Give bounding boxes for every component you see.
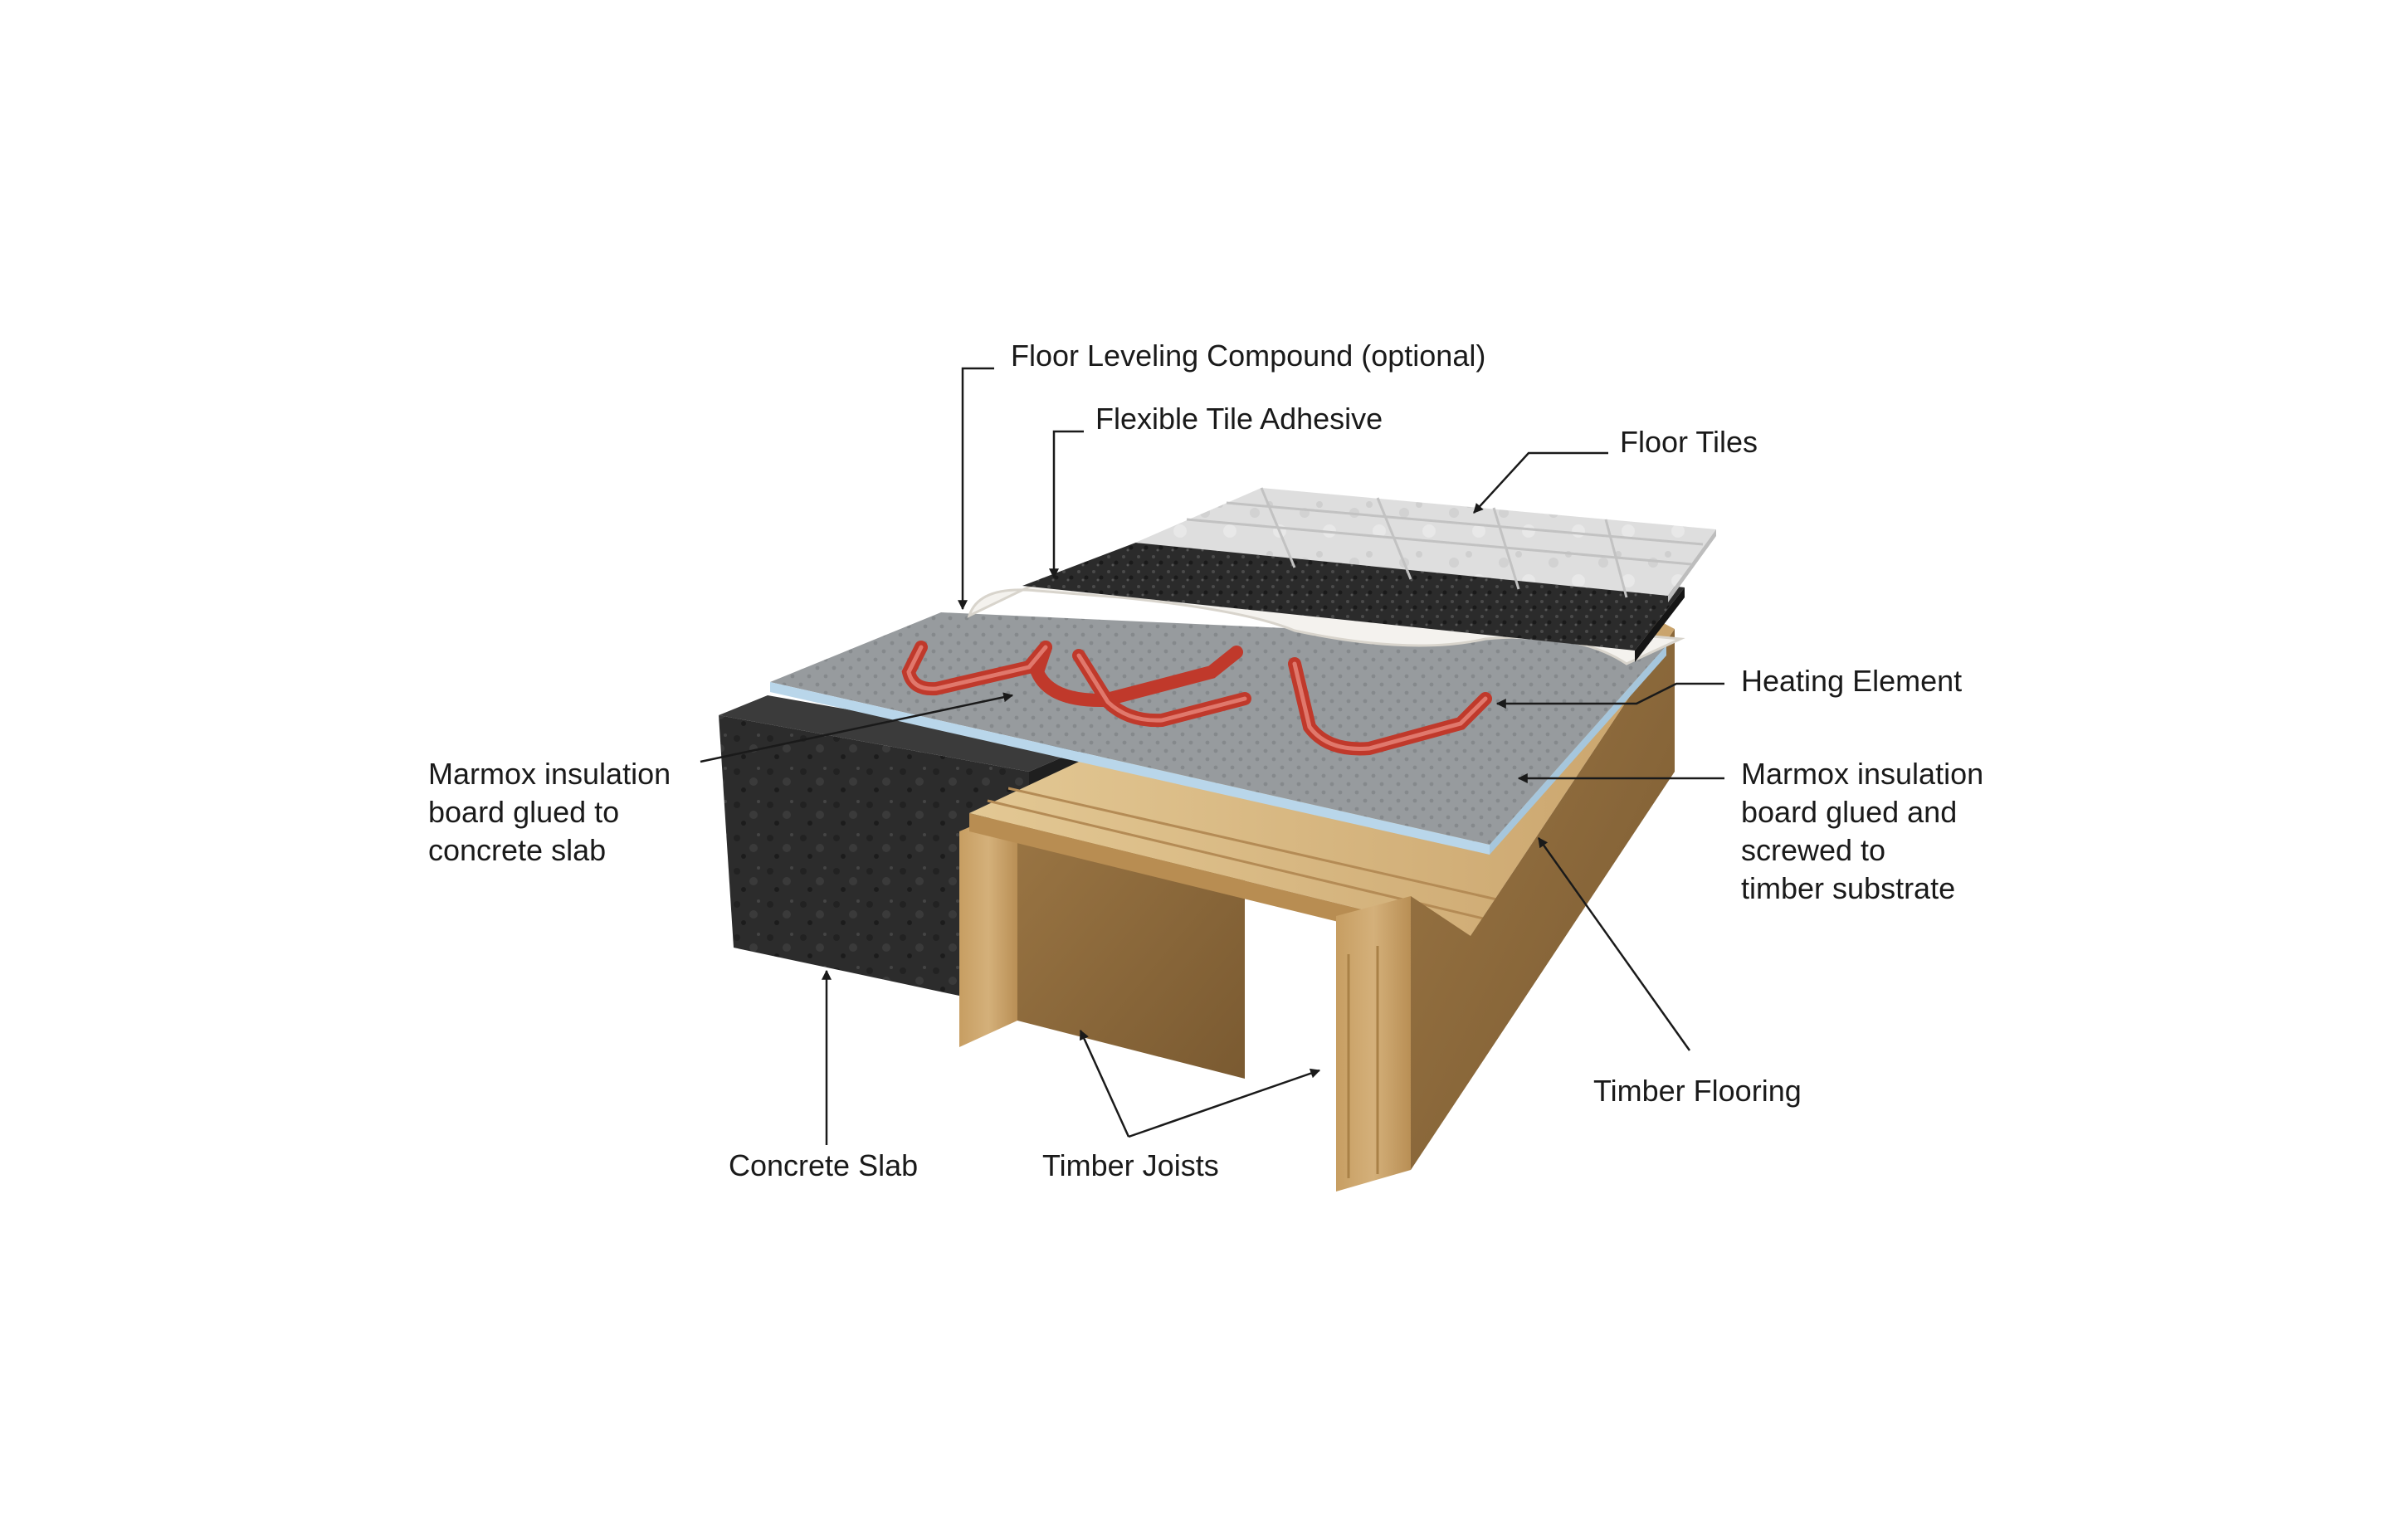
label-marmox-concrete-line-3: concrete slab xyxy=(428,833,607,867)
timber-joist-right xyxy=(1336,631,1675,1192)
leader-timber-joists-right xyxy=(1128,1068,1321,1138)
label-floor-leveling: Floor Leveling Compound (optional) xyxy=(1011,339,1486,373)
leader-tile-adhesive xyxy=(1049,430,1084,579)
leader-timber-joists-left xyxy=(1079,1029,1130,1138)
label-marmox-timber-line-1: Marmox insulation xyxy=(1741,757,1984,791)
label-marmox-timber-line-3: screwed to xyxy=(1741,833,1886,867)
leader-timber-flooring xyxy=(1537,837,1691,1051)
leader-floor-tiles xyxy=(1473,451,1608,514)
label-timber-flooring: Timber Flooring xyxy=(1593,1074,1802,1108)
label-marmox-concrete-line-1: Marmox insulation xyxy=(428,757,671,791)
label-marmox-timber-line-4: timber substrate xyxy=(1741,871,1956,905)
floor-tiles xyxy=(1135,487,1716,602)
label-heating-element: Heating Element xyxy=(1741,664,1963,698)
label-marmox-concrete-line-2: board glued to xyxy=(428,795,620,829)
label-marmox-timber: Marmox insulation board glued and screwe… xyxy=(1741,755,1983,908)
label-timber-joists: Timber Joists xyxy=(1042,1148,1219,1182)
label-floor-tiles: Floor Tiles xyxy=(1620,425,1758,459)
label-tile-adhesive: Flexible Tile Adhesive xyxy=(1095,402,1383,436)
flexible-tile-adhesive xyxy=(1022,533,1685,662)
leader-floor-leveling xyxy=(958,367,994,611)
leader-marmox-concrete xyxy=(700,692,1014,763)
label-marmox-timber-line-2: board glued and xyxy=(1741,795,1958,829)
leader-heating-element xyxy=(1495,682,1724,709)
label-concrete-slab: Concrete Slab xyxy=(729,1148,919,1182)
leader-lines xyxy=(700,367,1724,1145)
label-marmox-concrete: Marmox insulation board glued to concret… xyxy=(428,755,671,870)
